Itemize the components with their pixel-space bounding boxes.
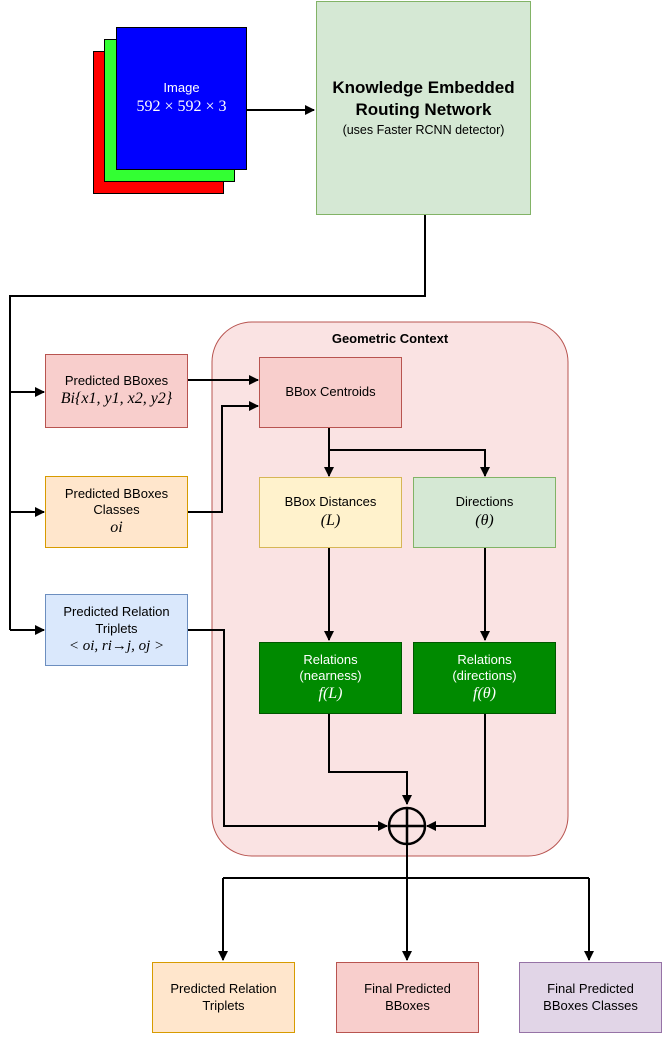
predicted-bboxes-math: Bi{x1, y1, x2, y2} (60, 390, 173, 408)
kern-output-bus (9, 215, 426, 630)
relations-nearness-math: f(L) (318, 685, 343, 703)
output-final-classes-box: Final Predicted BBoxes Classes (519, 962, 662, 1033)
image-label: Image (163, 80, 200, 96)
kern-subtitle: (uses Faster RCNN detector) (342, 123, 505, 138)
relations-nearness-label: Relations (nearness) (299, 651, 362, 683)
bbox-distances-box: BBox Distances (L) (259, 477, 402, 548)
geometric-context-panel (211, 321, 569, 857)
arrow-triplets-to-combine (188, 629, 388, 831)
predicted-classes-label: Predicted BBoxes Classes (64, 485, 169, 517)
image-dims: 592 × 592 × 3 (136, 97, 227, 115)
arrow-nearness-to-combine (328, 714, 412, 805)
relations-directions-box: Relations (directions) f(θ) (413, 642, 556, 714)
relations-directions-label: Relations (directions) (452, 651, 517, 683)
predicted-classes-box: Predicted BBoxes Classes oi (45, 476, 188, 548)
arrow-centroids-to-directions (329, 449, 490, 477)
predicted-classes-math: oi (110, 519, 123, 537)
relations-nearness-box: Relations (nearness) f(L) (259, 642, 402, 714)
image-channel-blue: Image 592 × 592 × 3 (116, 27, 247, 170)
predicted-triplets-math: < oi, ri→j, oj > (68, 637, 165, 654)
predicted-triplets-label: Predicted Relation Triplets (63, 604, 170, 636)
predicted-bboxes-box: Predicted BBoxes Bi{x1, y1, x2, y2} (45, 354, 188, 428)
kern-box: Knowledge Embedded Routing Network (uses… (316, 1, 531, 215)
bbox-distances-label: BBox Distances (284, 494, 377, 510)
predicted-triplets-box: Predicted Relation Triplets < oi, ri→j, … (45, 594, 188, 666)
relations-directions-math: f(θ) (473, 685, 496, 703)
geometric-context-title: Geometric Context (331, 330, 449, 346)
bbox-centroids-box: BBox Centroids (259, 357, 402, 428)
bbox-distances-math: (L) (320, 511, 341, 529)
kern-title: Knowledge Embedded Routing Network (332, 78, 515, 120)
directions-math: (θ) (475, 511, 494, 529)
arrow-reldirections-to-combine (426, 714, 486, 831)
output-final-bboxes-box: Final Predicted BBoxes (336, 962, 479, 1033)
directions-label: Directions (455, 494, 514, 510)
directions-box: Directions (θ) (413, 477, 556, 548)
arrow-classes-to-centroids (188, 401, 259, 513)
output-relation-triplets-box: Predicted Relation Triplets (152, 962, 295, 1033)
predicted-bboxes-label: Predicted BBoxes (64, 372, 169, 388)
